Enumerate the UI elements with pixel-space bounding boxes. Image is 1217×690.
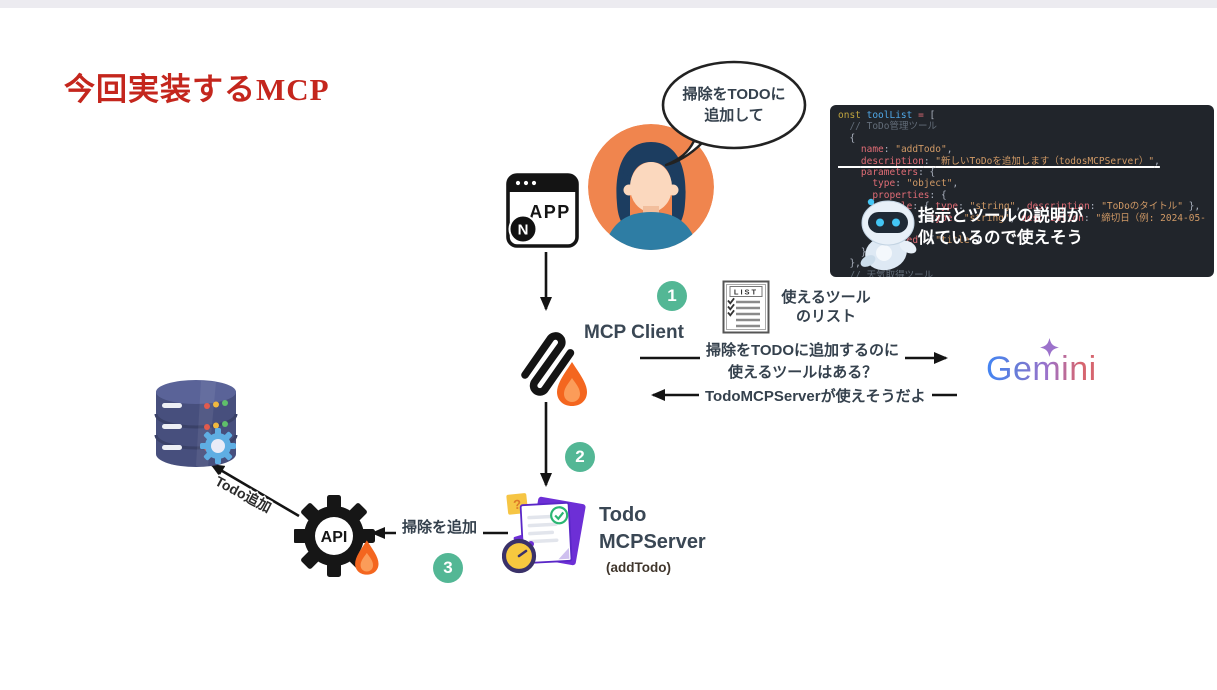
api-gear-icon: API <box>294 495 379 577</box>
ask-message-line1: 掃除をTODOに追加するのに <box>700 341 906 360</box>
robot-caption: 指示とツールの説明が 似ているので使えそう <box>918 205 1083 249</box>
page-title: 今回実装するMCP <box>64 72 330 107</box>
code-line: onst toolList = [ <box>838 110 936 121</box>
nextjs-badge-icon: N <box>518 222 529 239</box>
speech-bubble-text: 掃除をTODOに 追加して <box>670 84 798 126</box>
code-line: // ToDo管理ツール <box>838 121 937 133</box>
gemini-logo: Gemini <box>986 338 1097 389</box>
mcp-client-label: MCP Client <box>584 322 684 343</box>
ask-message-line2: 使えるツールはある？ <box>722 363 884 382</box>
robot-mascot-icon <box>860 198 917 271</box>
tool-list-icon: LIST <box>722 280 770 334</box>
hono-flame-icon <box>557 362 587 406</box>
step-1-badge: 1 <box>657 281 687 311</box>
todo-server-method: (addTodo) <box>606 560 671 575</box>
question-note-icon: ? <box>513 497 523 513</box>
top-strip <box>0 0 1217 8</box>
database-icon <box>154 380 238 468</box>
todo-server-name-line1: Todo <box>599 504 647 526</box>
gemini-sparkle-icon <box>1040 338 1059 357</box>
tool-list-label-line1: 使えるツール <box>781 289 871 306</box>
api-flame-icon <box>355 540 379 575</box>
code-line: // 天気取得ツール <box>838 269 934 277</box>
gemini-wordmark: Gemini <box>986 350 1097 388</box>
code-line: description: "新しいToDoを追加します（todosMCPServ… <box>860 155 1160 167</box>
step-2-badge: 2 <box>565 442 595 472</box>
step-3-badge: 3 <box>433 553 463 583</box>
app-window-icon: APP N <box>506 173 579 248</box>
code-panel: onst toolList = [ // ToDo管理ツール { name: "… <box>830 105 1214 277</box>
database-gear-icon <box>200 428 236 464</box>
todo-server-icon: ? <box>502 493 586 574</box>
code-line: } <box>838 246 867 258</box>
code-line: }, <box>838 258 861 270</box>
mcp-client-icon <box>521 332 587 406</box>
code-line: { <box>838 132 856 144</box>
tool-list-label-line2: のリスト <box>795 308 856 325</box>
tool-list-label: 使えるツール のリスト <box>770 288 882 326</box>
todo-server-label: Todo MCPServer <box>599 502 706 556</box>
list-icon-title: LIST <box>734 288 758 297</box>
check-circle-icon <box>550 506 569 525</box>
robot-caption-line1: 指示とツールの説明が <box>918 207 1083 225</box>
code-line: type: "object", <box>872 178 959 190</box>
speech-line-1: 掃除をTODOに <box>682 86 786 103</box>
add-cleaning-label: 掃除を追加 <box>396 518 484 537</box>
speech-line-2: 追加して <box>704 107 764 124</box>
speech-bubble <box>661 60 807 167</box>
reply-message: TodoMCPServerが使えそうだよ <box>699 387 932 406</box>
code-line: name: "addTodo", <box>860 144 953 156</box>
stopwatch-icon <box>502 534 537 574</box>
code-line: properties: { <box>872 189 947 201</box>
todo-server-name-line2: MCPServer <box>599 531 706 553</box>
app-label: APP <box>529 202 571 222</box>
robot-caption-line2: 似ているので使えそう <box>918 229 1083 247</box>
api-label: API <box>321 529 348 546</box>
code-line: parameters: { <box>860 167 936 179</box>
